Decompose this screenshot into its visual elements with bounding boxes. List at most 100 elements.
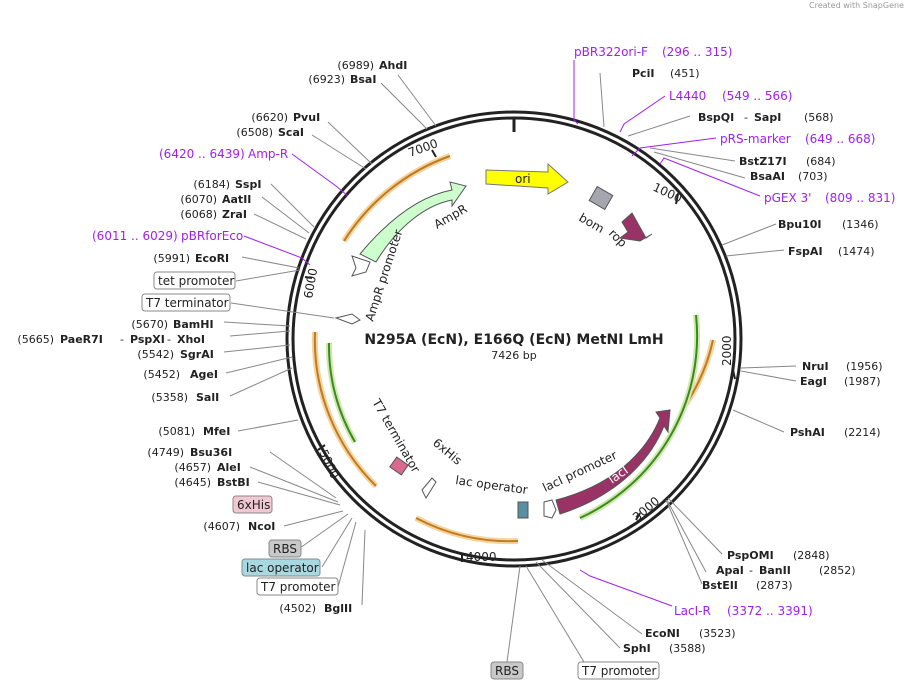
enzyme-PciI: PciI — [632, 67, 654, 80]
primer-lines — [243, 60, 761, 607]
enzyme-pos-PciI: (451) — [670, 67, 700, 80]
feature-ori-label: ori — [515, 172, 531, 186]
enzyme-pos-BsaI: (6923) — [308, 73, 345, 86]
primer-labels: pBR322ori-F (296 .. 315) L4440 (549 .. 5… — [92, 45, 895, 618]
enzyme-ScaI: ScaI — [278, 126, 304, 139]
tick-marks — [304, 149, 736, 562]
enzyme-AgeI: AgeI — [190, 368, 218, 381]
enzyme-pos-EagI: (1987) — [844, 375, 881, 388]
primer-pBR322ori-F: pBR322ori-F — [574, 45, 648, 59]
enzyme-BanII: BanII — [759, 564, 791, 577]
enzyme-pos-AatII: (6070) — [180, 193, 217, 206]
enzyme-AatII: AatII — [222, 193, 251, 206]
enzyme-pos-SphI: (3588) — [669, 642, 706, 655]
enzyme-pos-ApaI-group: (2852) — [819, 564, 856, 577]
tick-5000: 5000 — [316, 447, 342, 481]
enzyme-pos-ScaI: (6508) — [236, 126, 273, 139]
enzyme-XhoI: XhoI — [177, 333, 205, 346]
enzyme-EcoRI: EcoRI — [195, 252, 229, 265]
enzyme-BsaAI: BsaAI — [750, 170, 785, 183]
enzyme-sep-2: - — [167, 333, 171, 346]
enzyme-pos-AleI: (4657) — [174, 461, 211, 474]
enzyme-pos-ZraI: (6068) — [180, 208, 217, 221]
feature-ori[interactable]: ori — [485, 162, 569, 195]
enzyme-SspI: SspI — [235, 178, 261, 191]
enzyme-pos-BstEII: (2873) — [756, 579, 793, 592]
primer-range-pBRforEco: (6011 .. 6029) — [92, 229, 178, 243]
enzyme-sep-1: - — [120, 333, 124, 346]
primer-L4440: L4440 — [669, 89, 706, 103]
primer-pBRforEco: pBRforEco — [181, 229, 243, 243]
enzyme-SalI: SalI — [196, 391, 219, 404]
feature-t7-terminator[interactable]: T7 terminator — [369, 396, 423, 476]
enzyme-PspOMI: PspOMI — [727, 549, 774, 562]
enzyme-NruI: NruI — [802, 360, 829, 373]
boxed-6xhis: 6xHis — [237, 498, 270, 512]
backbone-outer — [285, 110, 743, 568]
tick-4000: 4000 — [466, 550, 497, 564]
enzyme-SgrAI: SgrAI — [180, 348, 214, 361]
tick-3000: 3000 — [630, 494, 662, 524]
boxed-rbs-bottom: RBS — [495, 664, 519, 678]
enzyme-pos-PspOMI: (2848) — [793, 549, 830, 562]
left-enzyme-labels: (6989) AhdI (6923) BsaI (6620) PvuI (650… — [17, 59, 407, 615]
enzyme-BstEII: BstEII — [702, 579, 738, 592]
boxed-t7-promoter-bottom: T7 promoter — [581, 664, 657, 678]
primer-range-pGEX-3: (809 .. 831) — [825, 191, 895, 205]
feature-ampR[interactable]: AmpR — [359, 181, 470, 263]
feature-lac-operator-label: lac operator — [455, 473, 529, 497]
enzyme-pos-EcoRI: (5991) — [153, 252, 190, 265]
enzyme-AhdI: AhdI — [379, 59, 407, 72]
primer-Amp-R: Amp-R — [248, 147, 288, 161]
enzyme-pos-AgeI: (5452) — [143, 368, 180, 381]
enzyme-BsaI: BsaI — [350, 73, 376, 86]
snapgene-credit: Created with SnapGene — [809, 1, 904, 10]
feature-bom[interactable]: bom — [577, 185, 614, 236]
boxed-labels: tet promoter T7 terminator 6xHis RBS lac… — [141, 271, 660, 680]
enzyme-pos-BstZ17I: (684) — [806, 155, 836, 168]
feature-6xhis[interactable]: 6xHis — [421, 436, 465, 500]
enzyme-ZraI: ZraI — [222, 208, 247, 221]
tick-2000: 2000 — [720, 335, 734, 366]
boxed-lac-operator: lac operator — [246, 561, 319, 575]
enzyme-pos-SapI-group: (568) — [804, 111, 834, 124]
enzyme-BstZ17I: BstZ17I — [739, 155, 787, 168]
enzyme-pos-BstBI: (4645) — [174, 476, 211, 489]
feature-ampR-label: AmpR — [432, 202, 470, 232]
enzyme-Bpu10I: Bpu10I — [778, 218, 822, 231]
enzyme-MfeI: MfeI — [203, 425, 230, 438]
primer-range-pRS-marker: (649 .. 668) — [805, 132, 875, 146]
enzyme-sep-3: - — [744, 111, 748, 124]
primer-range-L4440: (549 .. 566) — [722, 89, 792, 103]
enzyme-BamHI: BamHI — [173, 318, 214, 331]
enzyme-pos-XhoI-group: (5665) — [17, 333, 54, 346]
enzyme-SapI: SapI — [754, 111, 781, 124]
snapgene-logo: SnapGene — [862, 1, 904, 10]
enzyme-PvuI: PvuI — [293, 111, 320, 124]
enzyme-pos-EcoNI: (3523) — [699, 627, 736, 640]
enzyme-pos-Bsu36I: (4749) — [147, 446, 184, 459]
feature-rop[interactable]: rop — [606, 212, 653, 250]
boxed-tet-promoter: tet promoter — [158, 274, 234, 288]
enzyme-pos-FspAI: (1474) — [838, 245, 875, 258]
enzyme-pos-AhdI: (6989) — [337, 59, 374, 72]
enzyme-BglII: BglII — [324, 602, 352, 615]
credit-prefix: Created with — [809, 1, 861, 10]
enzyme-EagI: EagI — [800, 375, 827, 388]
enzyme-pos-MfeI: (5081) — [158, 425, 195, 438]
enzyme-pos-NruI: (1956) — [846, 360, 883, 373]
feature-6xhis-label: 6xHis — [430, 436, 465, 468]
enzyme-EcoNI: EcoNI — [645, 627, 680, 640]
boxed-t7-promoter-left: T7 promoter — [260, 580, 336, 594]
enzyme-pos-NcoI: (4607) — [203, 520, 240, 533]
enzyme-pos-Bpu10I: (1346) — [842, 218, 879, 231]
feature-lac-operator[interactable]: lac operator — [455, 473, 529, 519]
enzyme-AleI: AleI — [217, 461, 241, 474]
enzyme-pos-SgrAI: (5542) — [137, 348, 174, 361]
plasmid-name: N295A (EcN), E166Q (EcN) MetNI LmH — [364, 332, 663, 348]
primer-pRS-marker: pRS-marker — [720, 132, 791, 146]
enzyme-BspQI: BspQI — [698, 111, 734, 124]
enzyme-PspXI: PspXI — [130, 333, 165, 346]
leader-lines — [223, 72, 797, 663]
